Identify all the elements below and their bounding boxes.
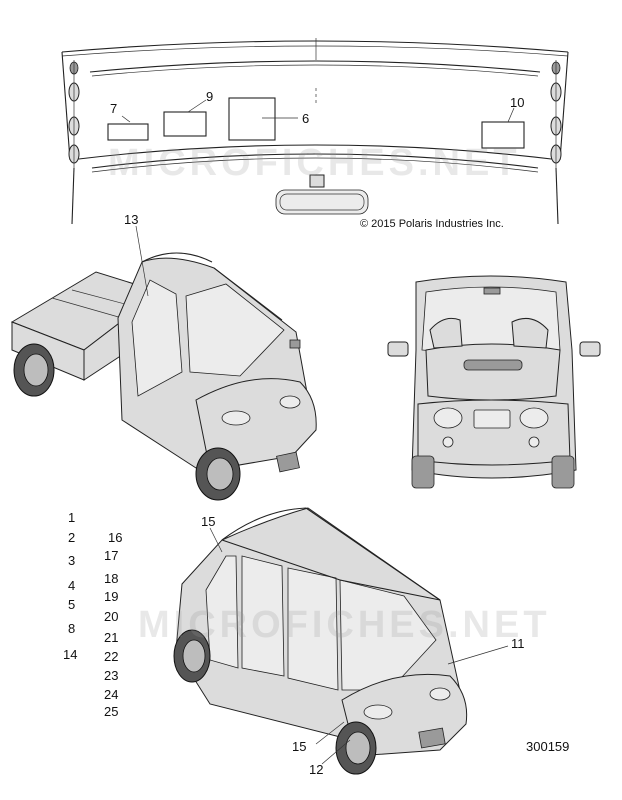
callout-13: 13	[124, 212, 139, 227]
decal-6-outline	[228, 97, 276, 141]
watermark-top: MICROFICHES.NET	[108, 142, 521, 184]
legend-right-22: 22	[104, 649, 119, 664]
left-hinge	[68, 60, 80, 225]
legend-left-4: 4	[68, 578, 76, 593]
vehicle-rear-view	[387, 275, 601, 489]
legend-left-1: 1	[68, 510, 76, 525]
callout-11: 11	[511, 636, 525, 651]
leader-lines	[135, 225, 509, 765]
legend-right-17: 17	[104, 548, 119, 563]
legend-right-24: 24	[104, 687, 119, 702]
callout-15-bottom: 15	[292, 739, 307, 754]
callout-7: 7	[110, 101, 118, 116]
legend-right-20: 20	[104, 609, 119, 624]
decal-9-outline	[163, 111, 207, 137]
rearview-mirror	[275, 174, 369, 215]
copyright-text: © 2015 Polaris Industries Inc.	[360, 218, 504, 230]
callout-9: 9	[206, 89, 214, 104]
callout-15-top: 15	[201, 514, 216, 529]
right-hinge	[550, 60, 562, 225]
decal-10-outline	[481, 121, 525, 149]
windshield-panel	[61, 38, 569, 225]
callout-10: 10	[510, 95, 525, 110]
callout-6: 6	[302, 111, 310, 126]
legend-left-2: 2	[68, 530, 76, 545]
legend-left-5: 5	[68, 597, 76, 612]
legend-right-23: 23	[104, 668, 119, 683]
legend-right-16: 16	[108, 530, 123, 545]
decal-7-outline	[107, 123, 149, 141]
legend-right-19: 19	[104, 589, 119, 604]
callout-12: 12	[309, 762, 324, 777]
legend-right-18: 18	[104, 571, 119, 586]
legend-left-8: 8	[68, 621, 76, 636]
legend-right-25: 25	[104, 704, 119, 719]
watermark-bottom: MICROFICHES.NET	[138, 604, 551, 646]
vehicle-four-door-view	[173, 507, 468, 775]
legend-right-21: 21	[104, 630, 119, 645]
reference-number: 300159	[526, 739, 570, 754]
legend-left-3: 3	[68, 553, 76, 568]
legend-left-14: 14	[63, 647, 78, 662]
vehicle-truck-view	[10, 252, 317, 501]
